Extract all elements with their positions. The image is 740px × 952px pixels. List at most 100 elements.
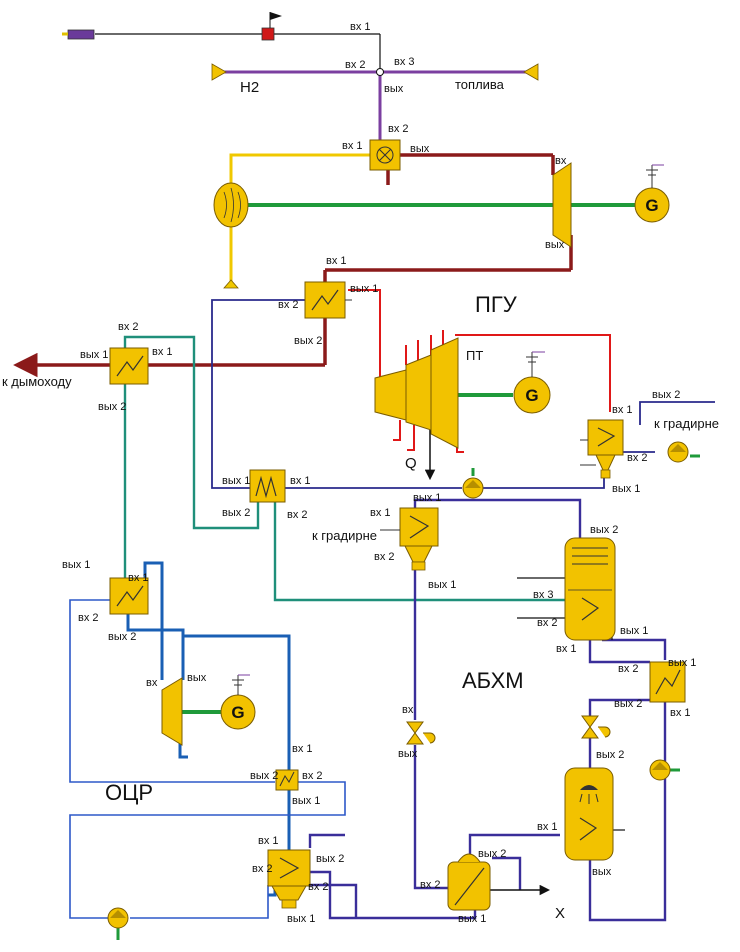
label-absorber-out: вых bbox=[592, 866, 612, 878]
label-pt: ПТ bbox=[466, 348, 483, 363]
feedwater-pump[interactable] bbox=[462, 477, 484, 499]
label-eco-out2: вых 2 bbox=[98, 401, 126, 413]
port-labels: вх 1 вх 2 вх 3 вых вх 2 вх 1 вых вх вых … bbox=[62, 21, 696, 925]
label-hx-in2: вх 2 bbox=[287, 509, 308, 521]
label-eco-out1: вых 1 bbox=[80, 349, 108, 361]
orc-turbine[interactable] bbox=[161, 677, 183, 746]
label-ocr: ОЦР bbox=[105, 780, 153, 805]
label-shx-out1: вых 1 bbox=[668, 657, 696, 669]
label-mixer-in3: вх 3 bbox=[394, 56, 415, 68]
fuel-inlet-marker bbox=[523, 63, 539, 81]
absm-evaporator[interactable] bbox=[447, 853, 491, 911]
label-sh-in2: вх 2 bbox=[278, 299, 299, 311]
label-orc-cond-out2: вых 2 bbox=[316, 853, 344, 865]
label-gt-in: вх bbox=[555, 155, 567, 167]
label-chimney: к дымоходу bbox=[2, 374, 72, 389]
heat-exchanger-water-heater[interactable] bbox=[249, 469, 286, 503]
air-line bbox=[223, 153, 370, 289]
label-absm-cond-out1b: вых 1 bbox=[428, 579, 456, 591]
label-orc-evap-out2: вых 2 bbox=[108, 631, 136, 643]
gas-turbine-generator[interactable]: G bbox=[634, 164, 670, 223]
label-cond-out1: вых 1 bbox=[612, 483, 640, 495]
label-cond-out2: вых 2 bbox=[652, 389, 680, 401]
label-h2: H2 bbox=[240, 79, 259, 96]
steam-condenser[interactable] bbox=[580, 419, 624, 479]
absm-generator-column[interactable] bbox=[564, 537, 616, 641]
label-gen-in3: вх 3 bbox=[533, 589, 554, 601]
orc-evaporator[interactable] bbox=[109, 577, 149, 615]
label-orc-cond-in2: вх 2 bbox=[308, 881, 329, 893]
air-compressor[interactable] bbox=[213, 182, 249, 228]
cooling-water-pump[interactable] bbox=[667, 441, 689, 463]
gas-turbine[interactable] bbox=[552, 162, 572, 248]
teal-loop bbox=[123, 335, 565, 602]
absm-condenser[interactable] bbox=[380, 507, 439, 571]
label-valve-out: вых bbox=[398, 748, 418, 760]
h2-inlet-marker bbox=[211, 63, 227, 81]
combustion-chamber[interactable] bbox=[369, 139, 401, 171]
exhaust-gas-lines bbox=[13, 153, 573, 378]
solution-heat-exchanger[interactable] bbox=[649, 661, 686, 703]
label-cond-in2: вх 2 bbox=[627, 452, 648, 464]
label-orc-cond-in1: вх 1 bbox=[258, 835, 279, 847]
label-orc-turb-out: вых bbox=[187, 672, 207, 684]
absm-absorber[interactable] bbox=[564, 767, 614, 861]
label-rec-in2: вх 2 bbox=[302, 770, 323, 782]
label-cc-in1: вх 1 bbox=[350, 21, 371, 33]
superheater[interactable] bbox=[304, 281, 352, 319]
label-orc-turb-in: вх bbox=[146, 677, 158, 689]
orc-condenser[interactable] bbox=[267, 849, 311, 909]
label-cc-out: вых bbox=[410, 143, 430, 155]
feedwater-lines bbox=[211, 299, 715, 489]
label-hx-out2: вых 2 bbox=[222, 507, 250, 519]
label-cc-in2: вх 2 bbox=[388, 123, 409, 135]
label-mixer-in2: вх 2 bbox=[345, 59, 366, 71]
label-sh-out1: вых 1 bbox=[350, 283, 378, 295]
economizer[interactable] bbox=[109, 347, 149, 385]
fuel-supply-lines bbox=[62, 29, 530, 140]
label-absm-cond-in2: вх 2 bbox=[374, 551, 395, 563]
label-shx-in2: вх 2 bbox=[618, 663, 639, 675]
label-absm-cond-out1: вых 1 bbox=[413, 492, 441, 504]
label-gen-in2: вх 2 bbox=[537, 617, 558, 629]
cooling-loops bbox=[69, 599, 346, 940]
label-evap-out1: вых 1 bbox=[458, 913, 486, 925]
section-labels: H2 топлива ПГУ ПТ к дымоходу к градирне … bbox=[2, 77, 719, 922]
label-q: Q bbox=[405, 455, 417, 472]
solution-pump[interactable] bbox=[649, 759, 671, 781]
label-x: X bbox=[555, 905, 565, 922]
label-rec-in1: вх 1 bbox=[292, 743, 313, 755]
label-shx-out2: вых 2 bbox=[614, 698, 642, 710]
label-hx-out1: вых 1 bbox=[222, 475, 250, 487]
label-gen-out2: вых 2 bbox=[590, 524, 618, 536]
orc-generator[interactable]: G bbox=[220, 674, 256, 730]
label-hx-in1: вх 1 bbox=[290, 475, 311, 487]
label-absorber-out2: вых 2 bbox=[596, 749, 624, 761]
orc-pump[interactable] bbox=[107, 907, 129, 929]
orc-recuperator[interactable] bbox=[275, 769, 299, 791]
generator-label-3: G bbox=[231, 703, 244, 722]
label-orc-cond-in2b: вх 2 bbox=[252, 863, 273, 875]
label-sh-in1: вх 1 bbox=[326, 255, 347, 267]
label-absm: АБХМ bbox=[462, 668, 524, 693]
label-absm-cond-in1: вх 1 bbox=[370, 507, 391, 519]
label-absorber-in1: вх 1 bbox=[537, 821, 558, 833]
label-cooling-tower-2: к градирне bbox=[312, 528, 377, 543]
label-orc-cond-out1: вых 1 bbox=[287, 913, 315, 925]
label-cond-in1: вх 1 bbox=[612, 404, 633, 416]
refrigerant-expansion-valve[interactable] bbox=[406, 721, 436, 745]
steam-turbine[interactable] bbox=[374, 337, 459, 449]
generator-label-1: G bbox=[645, 196, 658, 215]
steam-turbine-generator[interactable]: G bbox=[513, 351, 551, 414]
absm-circuit bbox=[300, 498, 680, 922]
label-eco-in1: вх 1 bbox=[152, 346, 173, 358]
label-evap-out2: вых 2 bbox=[478, 848, 506, 860]
label-gt-out: вых bbox=[545, 239, 565, 251]
fuel-shutoff-valve[interactable] bbox=[261, 12, 282, 41]
label-cooling-tower-1: к градирне bbox=[654, 416, 719, 431]
label-sh-out2: вых 2 bbox=[294, 335, 322, 347]
label-fuel: топлива bbox=[455, 77, 505, 92]
solution-expansion-valve[interactable] bbox=[581, 715, 611, 739]
